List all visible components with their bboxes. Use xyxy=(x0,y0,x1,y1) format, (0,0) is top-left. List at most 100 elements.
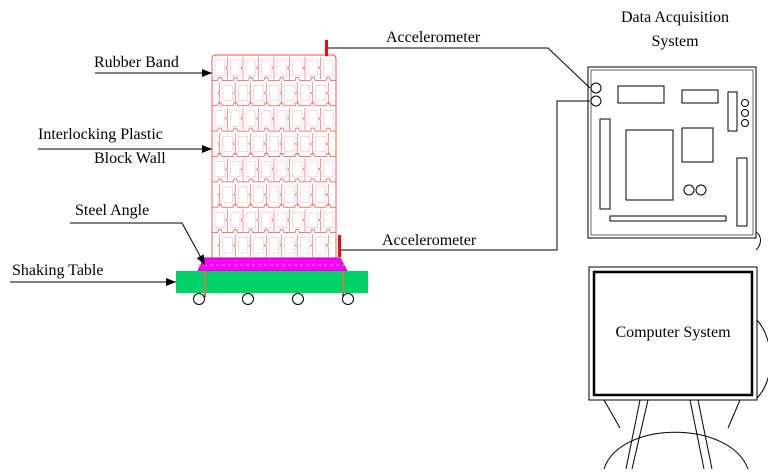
plastic-block xyxy=(323,212,334,228)
plastic-block xyxy=(315,85,326,101)
rubber-band-label: Rubber Band xyxy=(94,54,179,71)
plastic-block xyxy=(307,59,318,76)
block-vertical-joint xyxy=(286,209,290,232)
plastic-block xyxy=(284,186,295,203)
plastic-block xyxy=(222,186,233,203)
block-vertical-joint xyxy=(263,183,267,207)
plastic-block xyxy=(269,237,279,254)
block-vertical-joint xyxy=(317,209,321,232)
plastic-block xyxy=(315,186,326,203)
block-vertical-joint xyxy=(279,133,283,156)
plastic-block xyxy=(315,237,326,254)
shaking-table-label: Shaking Table xyxy=(12,262,104,279)
plastic-block xyxy=(222,237,233,254)
block-course-joint xyxy=(212,178,336,183)
plastic-block xyxy=(269,135,279,152)
plastic-block xyxy=(245,212,256,228)
roller-wheel xyxy=(242,293,254,305)
computer-system-label: Computer System xyxy=(615,324,731,341)
block-vertical-joint xyxy=(217,133,221,156)
block-vertical-joint xyxy=(294,234,298,257)
plastic-block xyxy=(253,186,264,203)
block-vertical-joint xyxy=(317,158,321,181)
plastic-block xyxy=(245,110,256,127)
plastic-block xyxy=(300,237,310,254)
block-vertical-joint xyxy=(325,234,329,257)
block-vertical-joint xyxy=(248,183,252,207)
wall-outline xyxy=(211,54,337,258)
block-course-joint xyxy=(212,153,336,157)
block-vertical-joint xyxy=(232,133,236,156)
block-course-joint xyxy=(212,102,336,107)
plastic-block xyxy=(214,161,225,178)
block-vertical-joint xyxy=(248,82,252,105)
block-vertical-joint xyxy=(255,158,259,181)
plastic-block xyxy=(284,237,295,254)
block-vertical-joint xyxy=(232,183,236,207)
label-leaders xyxy=(10,69,212,286)
steel-angle xyxy=(197,257,348,272)
block-vertical-joint xyxy=(294,82,298,105)
block-vertical-joint xyxy=(302,57,306,80)
block-vertical-joint xyxy=(248,133,252,156)
plastic-block xyxy=(276,161,287,178)
block-vertical-joint xyxy=(317,57,321,80)
block-vertical-joint xyxy=(317,107,321,131)
block-vertical-joint xyxy=(271,158,275,181)
plastic-block xyxy=(284,85,295,101)
block-vertical-joint xyxy=(255,107,259,131)
plastic-block xyxy=(269,186,279,203)
block-vertical-joint xyxy=(217,183,221,207)
block-vertical-joint xyxy=(263,133,267,156)
plastic-block xyxy=(222,135,233,152)
block-vertical-joint xyxy=(310,183,314,207)
block-vertical-joint xyxy=(240,158,244,181)
block-vertical-joint xyxy=(286,158,290,181)
plastic-block xyxy=(238,237,248,254)
wall-label-line1: Interlocking Plastic xyxy=(38,126,163,143)
block-vertical-joint xyxy=(224,107,228,131)
daq-title-line2: System xyxy=(651,33,699,50)
block-vertical-joint xyxy=(302,158,306,181)
interlocking-plastic-block-wall xyxy=(211,54,337,258)
block-vertical-joint xyxy=(302,107,306,131)
steel-angle-label: Steel Angle xyxy=(75,202,150,219)
block-vertical-joint xyxy=(271,57,275,80)
block-vertical-joint xyxy=(325,183,329,207)
block-vertical-joint xyxy=(217,234,221,257)
accelerometer-top-label: Accelerometer xyxy=(386,29,481,46)
block-vertical-joint xyxy=(263,234,267,257)
block-vertical-joint xyxy=(240,107,244,131)
block-vertical-joint xyxy=(232,82,236,105)
plastic-block xyxy=(261,110,272,127)
block-vertical-joint xyxy=(294,133,298,156)
plastic-block xyxy=(230,110,241,127)
block-course-joint xyxy=(212,203,336,208)
plastic-block xyxy=(276,59,287,76)
plastic-block xyxy=(276,212,287,228)
block-vertical-joint xyxy=(255,209,259,232)
accelerometer-cables xyxy=(328,47,591,251)
computer-monitor xyxy=(588,266,768,470)
block-vertical-joint xyxy=(255,57,259,80)
block-course-joint xyxy=(212,77,336,81)
plastic-block xyxy=(230,161,241,178)
block-vertical-joint xyxy=(279,234,283,257)
block-vertical-joint xyxy=(325,82,329,105)
block-vertical-joint xyxy=(310,234,314,257)
block-vertical-joint xyxy=(325,133,329,156)
block-vertical-joint xyxy=(240,57,244,80)
block-vertical-joint xyxy=(271,107,275,131)
data-acquisition-box xyxy=(587,66,761,251)
block-vertical-joint xyxy=(248,234,252,257)
plastic-block xyxy=(230,59,241,76)
roller-wheel xyxy=(193,293,205,305)
accelerometer-bottom-label: Accelerometer xyxy=(382,232,477,249)
accelerometer-bottom-sensor xyxy=(338,235,341,257)
block-vertical-joint xyxy=(310,82,314,105)
block-vertical-joint xyxy=(279,82,283,105)
plastic-block xyxy=(238,135,248,152)
block-vertical-joint xyxy=(224,209,228,232)
block-vertical-joint xyxy=(224,158,228,181)
shaking-table xyxy=(176,271,368,305)
